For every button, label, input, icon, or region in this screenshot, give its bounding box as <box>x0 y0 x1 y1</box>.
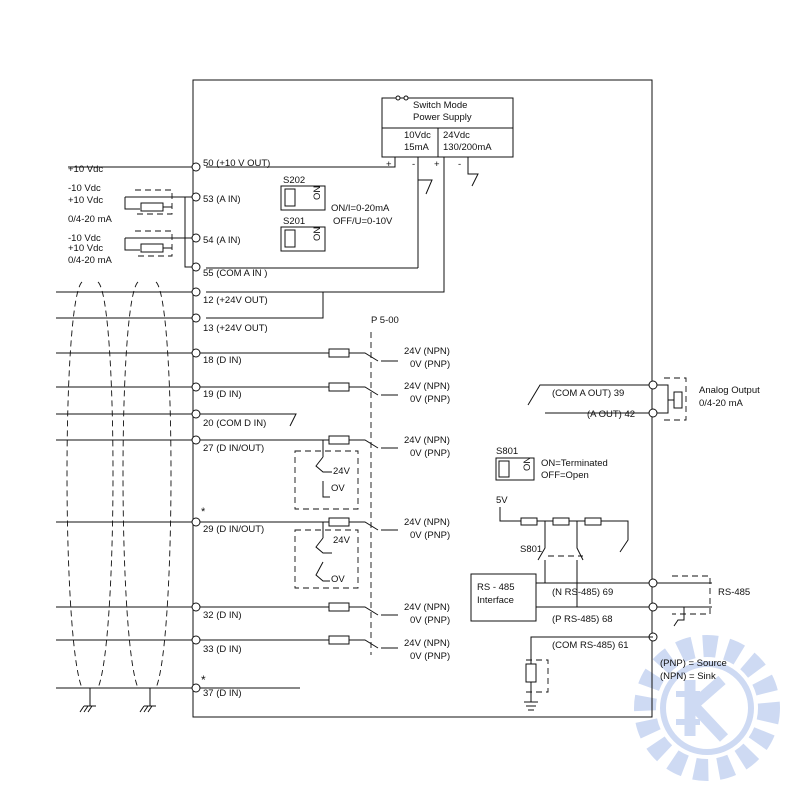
psu-minus-1: - <box>412 159 415 170</box>
psu-plus-2: + <box>434 159 440 170</box>
terminal-block-left <box>191 162 201 693</box>
analog-output-block: (COM A OUT) 39 (A OUT) 42 Analog Output … <box>527 377 760 421</box>
com-a-out-label: (COM A OUT) 39 <box>552 388 624 399</box>
v5-label: 5V <box>496 495 508 506</box>
digital-input-circuits <box>200 348 398 689</box>
v24-label-29: 24V <box>333 535 351 546</box>
label-53-ma: 0/4-20 mA <box>68 214 112 225</box>
psu-title-2: Power Supply <box>413 112 472 123</box>
terminal-37-label: 37 (D IN) <box>203 688 242 699</box>
pnp-label-27: 0V (PNP) <box>410 448 450 459</box>
switch-on-desc: ON/I=0-20mA <box>331 203 390 214</box>
label-53-neg: -10 Vdc <box>68 183 101 194</box>
npn-label-19: 24V (NPN) <box>404 381 450 392</box>
ov-label-29: OV <box>331 574 345 585</box>
pnp-label-33: 0V (PNP) <box>410 651 450 662</box>
s801-label: S801 <box>496 446 518 457</box>
param-p5-00: P 5-00 <box>371 315 399 326</box>
switch-off-desc: OFF/U=0-10V <box>333 216 393 227</box>
label-54-pos: +10 Vdc <box>68 243 103 254</box>
s801-off-desc: OFF=Open <box>541 470 589 481</box>
terminal-50-label: 50 (+10 V OUT) <box>203 158 270 169</box>
switch-s801: S801 ON ON=Terminated OFF=Open <box>495 446 608 481</box>
legend-pnp: (PNP) = Source <box>660 658 727 669</box>
psu-out1-current: 15mA <box>404 142 429 153</box>
psu-plus-1: + <box>386 159 392 170</box>
terminal-33-label: 33 (D IN) <box>203 644 242 655</box>
drive-enclosure <box>192 79 653 718</box>
npn-label-33: 24V (NPN) <box>404 638 450 649</box>
analog-output-label-1: Analog Output <box>699 385 760 396</box>
power-supply-block: Switch Mode Power Supply 10Vdc 15mA 24Vd… <box>206 95 514 319</box>
rs485-block: 5V S801 RS - 485 Interface (N RS-485) 69… <box>470 495 750 711</box>
terminal-29-star: * <box>201 506 206 518</box>
ov-label-27: OV <box>331 483 345 494</box>
pnp-label-19: 0V (PNP) <box>410 394 450 405</box>
label-54-ma: 0/4-20 mA <box>68 255 112 266</box>
pnp-label-32: 0V (PNP) <box>410 615 450 626</box>
label-10vdc: +10 Vdc <box>68 164 103 175</box>
label-53-pos: +10 Vdc <box>68 195 103 206</box>
psu-minus-2: - <box>458 159 461 170</box>
npn-label-29: 24V (NPN) <box>404 517 450 528</box>
terminal-13-label: 13 (+24V OUT) <box>203 323 268 334</box>
switch-s201: S201 ON <box>280 216 326 252</box>
terminal-53-label: 53 (A IN) <box>203 194 241 205</box>
rs485-iface-1: RS - 485 <box>477 582 515 593</box>
gear-k-logo-icon <box>634 635 780 781</box>
psu-out1-volts: 10Vdc <box>404 130 431 141</box>
s801-switch-label: S801 <box>520 544 542 555</box>
psu-out2-volts: 24Vdc <box>443 130 470 141</box>
terminal-32-label: 32 (D IN) <box>203 610 242 621</box>
s801-on-desc: ON=Terminated <box>541 458 608 469</box>
terminal-55-label: 55 (COM A IN ) <box>203 268 267 279</box>
terminal-37-star: * <box>201 673 206 687</box>
terminal-19-label: 19 (D IN) <box>203 389 242 400</box>
s201-on: ON <box>312 227 323 241</box>
rs485-cable-label: RS-485 <box>718 587 750 598</box>
s202-label: S202 <box>283 175 305 186</box>
s202-on: ON <box>312 186 323 200</box>
pnp-label-18: 0V (PNP) <box>410 359 450 370</box>
psu-out2-current: 130/200mA <box>443 142 492 153</box>
npn-label-27: 24V (NPN) <box>404 435 450 446</box>
n-rs485-label: (N RS-485) 69 <box>552 587 613 598</box>
terminal-18-label: 18 (D IN) <box>203 355 242 366</box>
s201-label: S201 <box>283 216 305 227</box>
v24-label-27: 24V <box>333 466 351 477</box>
digital-input-field-wiring <box>56 281 196 713</box>
analog-output-label-2: 0/4-20 mA <box>699 398 743 409</box>
terminal-12-label: 12 (+24V OUT) <box>203 295 268 306</box>
label-54-neg: -10 Vdc <box>68 233 101 244</box>
rs485-interface-box <box>470 573 537 622</box>
terminal-27-label: 27 (D IN/OUT) <box>203 443 264 454</box>
com-rs485-label: (COM RS-485) 61 <box>552 640 629 651</box>
terminal-20-label: 20 (COM D IN) <box>203 418 266 429</box>
npn-label-32: 24V (NPN) <box>404 602 450 613</box>
terminal-54-label: 54 (A IN) <box>203 235 241 246</box>
rs485-iface-2: Interface <box>477 595 514 606</box>
switch-s202: S202 ON <box>280 175 326 211</box>
legend-npn: (NPN) = Sink <box>660 671 716 682</box>
s801-on: ON <box>522 457 533 471</box>
pnp-label-29: 0V (PNP) <box>410 530 450 541</box>
a-out-label: (A OUT) 42 <box>587 409 635 420</box>
npn-label-18: 24V (NPN) <box>404 346 450 357</box>
psu-title-1: Switch Mode <box>413 100 467 111</box>
terminal-29-label: 29 (D IN/OUT) <box>203 524 264 535</box>
p-rs485-label: (P RS-485) 68 <box>552 614 613 625</box>
